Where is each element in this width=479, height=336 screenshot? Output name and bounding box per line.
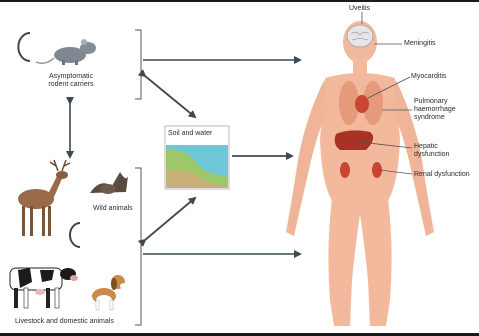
- animals-bracket: [135, 168, 141, 325]
- dog-icon: [92, 275, 128, 310]
- cycle-arrow-icon: [18, 33, 30, 61]
- human-figure: [286, 21, 434, 326]
- organ-uveitis: Uveitis: [349, 5, 370, 13]
- bat-icon: [90, 172, 128, 194]
- organ-pulmonary: Pulmonary haemorrhage syndrome: [414, 98, 456, 122]
- organ-hepatic: Hepatic dysfunction: [414, 143, 449, 159]
- livestock-label: Livestock and domestic animals: [15, 318, 114, 326]
- soil-water-label: Soil and water: [168, 130, 212, 138]
- arrow-animals-env: [145, 198, 195, 240]
- deer-icon: [18, 160, 70, 236]
- organ-renal: Renal dysfunction: [414, 171, 470, 179]
- cycle-arrow-icon: [70, 223, 80, 247]
- arrow-rodent-env: [145, 76, 195, 117]
- organ-meningitis: Meningitis: [404, 40, 436, 48]
- wild-animals-label: Wild animals: [93, 205, 133, 213]
- cow-icon: [10, 268, 78, 308]
- rat-icon: [36, 39, 96, 65]
- rodent-label: Asymptomatic rodent carriers: [34, 73, 108, 89]
- organ-myocarditis: Myocarditis: [411, 73, 446, 81]
- rodent-bracket: [135, 30, 141, 99]
